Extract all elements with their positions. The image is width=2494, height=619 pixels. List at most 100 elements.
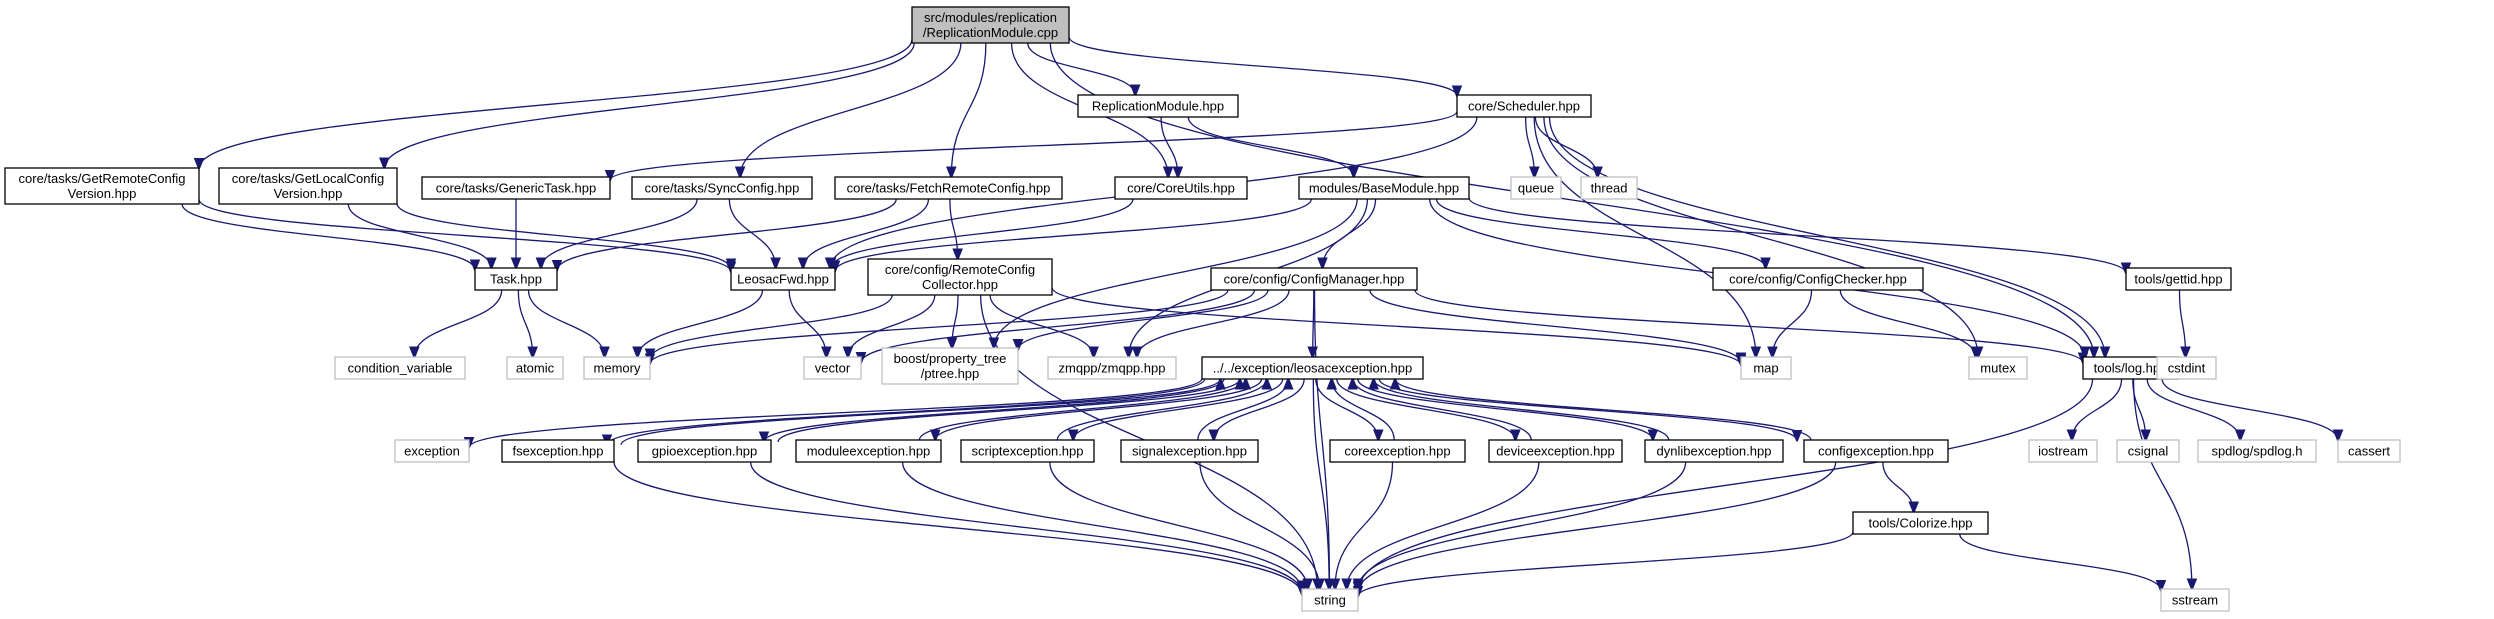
node-label: /ReplicationModule.cpp <box>923 25 1058 40</box>
edge-loghpp-to-iostream <box>2072 378 2123 440</box>
node-signalexc[interactable]: signalexception.hpp <box>1120 439 1259 463</box>
node-label: queue <box>1518 181 1554 196</box>
edge-basemodule-to-ptree <box>994 198 1358 348</box>
node-label: Collector.hpp <box>922 277 998 292</box>
node-queue: queue <box>1510 176 1562 200</box>
edge-remotecollector-to-memory <box>650 294 893 359</box>
node-label: core/config/RemoteConfig <box>885 262 1035 277</box>
edge-loghpp-to-cassert <box>2161 378 2338 440</box>
node-box <box>1298 176 1470 200</box>
edge-remotecollector-to-zmqpp <box>989 294 1094 357</box>
node-label: core/tasks/FetchRemoteConfig.hpp <box>847 181 1051 196</box>
node-box <box>1740 356 1792 380</box>
node-coreexc[interactable]: coreexception.hpp <box>1329 439 1466 463</box>
node-label: mutex <box>1980 361 2016 376</box>
node-coreutils[interactable]: core/CoreUtils.hpp <box>1114 176 1248 200</box>
node-label: core/tasks/GenericTask.hpp <box>436 181 596 196</box>
edge-getlocal-to-taskhpp <box>347 203 491 268</box>
node-scheduler[interactable]: core/Scheduler.hpp <box>1456 94 1592 118</box>
node-box <box>2156 356 2217 380</box>
node-basemodule[interactable]: modules/BaseModule.hpp <box>1298 176 1470 200</box>
edge-loghpp-to-sstream <box>2132 378 2192 589</box>
edge-taskhpp-to-atomic <box>517 289 532 357</box>
node-label: condition_variable <box>348 361 453 376</box>
node-label: thread <box>1591 181 1628 196</box>
edge-getlocal-to-leosacfwd <box>396 203 731 268</box>
node-label: Task.hpp <box>490 272 542 287</box>
node-leosacexc[interactable]: ../../exception/leosacexception.hpp <box>1201 356 1424 380</box>
node-taskhpp[interactable]: Task.hpp <box>474 267 558 291</box>
node-configchecker[interactable]: core/config/ConfigChecker.hpp <box>1712 267 1924 291</box>
node-colorize[interactable]: tools/Colorize.hpp <box>1852 511 1989 535</box>
node-box <box>1201 356 1424 380</box>
node-box <box>1644 439 1784 463</box>
node-box <box>394 439 470 463</box>
edge-coreexc-to-leosacexc <box>1332 379 1395 441</box>
node-fetchremote[interactable]: core/tasks/FetchRemoteConfig.hpp <box>834 176 1063 200</box>
node-leosacfwd[interactable]: LeosacFwd.hpp <box>730 267 836 291</box>
edge-configchecker-to-map <box>1772 289 1813 357</box>
node-syncconfig[interactable]: core/tasks/SyncConfig.hpp <box>631 176 813 200</box>
node-label: exception <box>404 444 460 459</box>
edge-syncconfig-to-leosacfwd <box>728 198 775 268</box>
node-fsexc[interactable]: fsexception.hpp <box>501 439 615 463</box>
node-dynlibexc[interactable]: dynlibexception.hpp <box>1644 439 1784 463</box>
node-box <box>1712 267 1924 291</box>
node-label: /ptree.hpp <box>921 366 980 381</box>
node-box <box>1456 94 1592 118</box>
node-label: dynlibexception.hpp <box>1657 444 1772 459</box>
node-atomic: atomic <box>506 356 564 380</box>
node-label: src/modules/replication <box>924 10 1057 25</box>
edge-root-to-getremote <box>199 39 913 168</box>
node-cstdint: cstdint <box>2156 356 2217 380</box>
node-label: zmqpp/zmqpp.hpp <box>1059 361 1166 376</box>
edge-loghpp-to-string <box>1358 378 2094 592</box>
node-moduleexc[interactable]: moduleexception.hpp <box>795 439 942 463</box>
node-box <box>1301 588 1359 612</box>
node-box <box>1510 176 1562 200</box>
edge-dynlibexc-to-string <box>1358 461 1687 589</box>
node-label: core/Scheduler.hpp <box>1468 99 1580 114</box>
edge-signalexc-to-leosacexc <box>1197 379 1288 441</box>
edge-configmanager-to-loghpp <box>1414 289 2083 363</box>
edge-scheduler-to-map <box>1533 116 1756 357</box>
node-replmod_hpp[interactable]: ReplicationModule.hpp <box>1077 94 1239 118</box>
node-loghpp[interactable]: tools/log.hpp <box>2082 356 2179 380</box>
edge-configchecker-to-mutex <box>1839 289 1976 357</box>
node-label: scriptexception.hpp <box>971 444 1083 459</box>
node-box <box>867 258 1053 296</box>
edge-leosacfwd-to-vector <box>788 289 826 357</box>
node-box <box>795 439 942 463</box>
node-gpioexc[interactable]: gpioexception.hpp <box>637 439 772 463</box>
node-vector: vector <box>803 356 862 380</box>
edge-coreutils-to-leosacfwd <box>831 198 1134 268</box>
edge-fsexc-to-leosacexc <box>620 379 1220 446</box>
edge-root-to-getlocal <box>384 42 915 168</box>
edge-leosacexc-to-moduleexc <box>935 378 1263 440</box>
edge-scheduler-to-thread <box>1534 116 1597 177</box>
node-box <box>1803 439 1949 463</box>
edge-basemodule-to-configchecker <box>1435 198 1765 268</box>
node-root: src/modules/replication/ReplicationModul… <box>911 6 1070 44</box>
node-scriptexc[interactable]: scriptexception.hpp <box>960 439 1095 463</box>
node-label: modules/BaseModule.hpp <box>1309 181 1459 196</box>
node-box <box>501 439 615 463</box>
node-label: core/tasks/GetLocalConfig <box>232 171 384 186</box>
node-gettid[interactable]: tools/gettid.hpp <box>2125 267 2232 291</box>
node-box <box>960 439 1095 463</box>
node-box <box>1114 176 1248 200</box>
node-label: vector <box>815 361 851 376</box>
node-label: signalexception.hpp <box>1132 444 1247 459</box>
edge-root-to-scheduler <box>1068 36 1457 96</box>
node-label: Version.hpp <box>68 186 137 201</box>
edge-configexc-to-colorize <box>1882 461 1914 512</box>
node-configmanager[interactable]: core/config/ConfigManager.hpp <box>1210 267 1418 291</box>
node-configexc[interactable]: configexception.hpp <box>1803 439 1949 463</box>
node-deviceexc[interactable]: deviceexception.hpp <box>1488 439 1623 463</box>
node-generictask[interactable]: core/tasks/GenericTask.hpp <box>421 176 611 200</box>
edge-leosacexc-to-gpioexc <box>764 378 1225 442</box>
edge-scriptexc-to-string <box>1049 461 1308 589</box>
